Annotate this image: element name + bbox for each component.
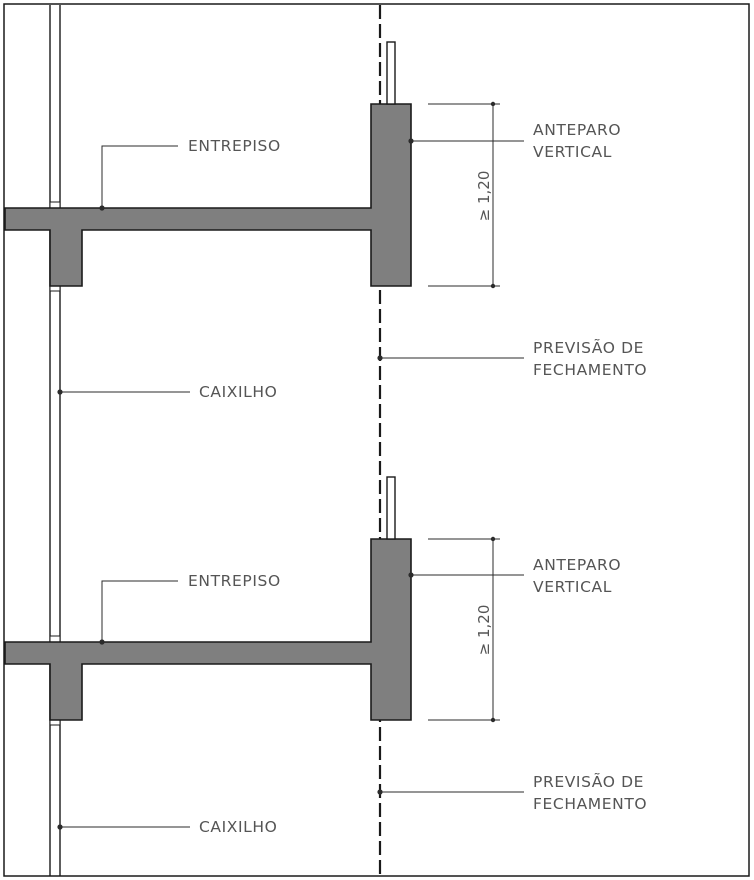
anteparo-label-line2: VERTICAL <box>533 143 612 161</box>
window-transom <box>49 635 61 643</box>
window-transom <box>49 201 61 209</box>
caixilho-label: CAIXILHO <box>199 818 277 836</box>
drawing-frame <box>3 3 750 877</box>
window-frame-line <box>49 5 61 876</box>
slab-1 <box>4 103 412 287</box>
fechamento-label-line1: PREVISÃO DE <box>533 338 644 357</box>
entrepiso-label: ENTREPISO <box>188 137 281 155</box>
anteparo-label-line1: ANTEPARO <box>533 121 621 139</box>
dimension-label: ≥ 1,20 <box>475 171 493 222</box>
glass-guard <box>386 476 396 540</box>
fechamento-label-line1: PREVISÃO DE <box>533 772 644 791</box>
level-2: ≥ 1,20 ENTREPISO ANTEPARO VERTICAL PREVI… <box>4 476 647 836</box>
level-1: ≥ 1,20 ENTREPISO ANTEPARO VERTICAL PREVI… <box>4 41 647 401</box>
anteparo-label-line1: ANTEPARO <box>533 556 621 574</box>
entrepiso-label: ENTREPISO <box>188 572 281 590</box>
fechamento-label-line2: FECHAMENTO <box>533 795 647 813</box>
fechamento-label-line2: FECHAMENTO <box>533 361 647 379</box>
dimension-label: ≥ 1,20 <box>475 605 493 656</box>
glass-guard <box>386 41 396 105</box>
slab-2 <box>4 538 412 721</box>
caixilho-label: CAIXILHO <box>199 383 277 401</box>
anteparo-label-line2: VERTICAL <box>533 578 612 596</box>
